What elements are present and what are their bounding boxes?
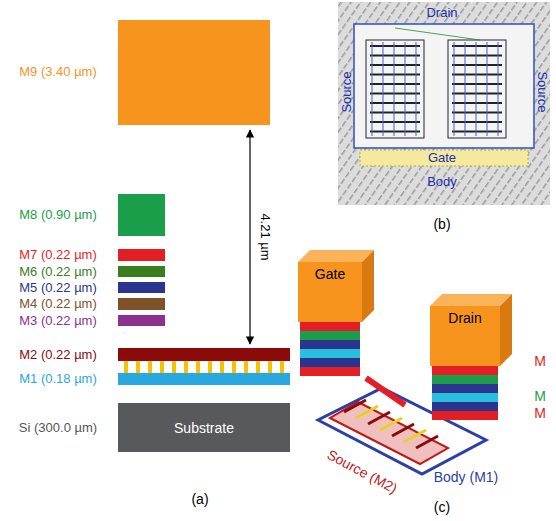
finger [370, 102, 420, 104]
layer-label: M4 (0.22 µm) [19, 297, 97, 311]
part-label: (a) [191, 492, 208, 507]
metal-layer [300, 367, 360, 376]
layer-label: M6 (0.22 µm) [19, 265, 97, 279]
finger [452, 121, 502, 123]
finger [452, 83, 502, 85]
finger [498, 42, 499, 136]
part-label: Source (M2) [324, 447, 399, 497]
finger [368, 412, 390, 424]
via [268, 361, 272, 373]
finger [404, 430, 426, 442]
finger [370, 45, 420, 47]
part-label: M [534, 389, 546, 404]
finger [452, 74, 502, 76]
via [124, 361, 128, 373]
finger [405, 42, 406, 136]
layer-label: M9 (3.40 µm) [19, 65, 97, 79]
finger [344, 400, 366, 412]
finger [372, 42, 373, 136]
finger [476, 42, 477, 136]
dimension: 4.21 µm [258, 213, 272, 260]
drain-pad: Drain [430, 306, 500, 366]
layer-label: M3 (0.22 µm) [19, 314, 97, 328]
finger [370, 93, 420, 95]
layout-view [338, 2, 550, 205]
finger [487, 42, 488, 136]
layer-label: M5 (0.22 µm) [19, 281, 97, 295]
via [172, 361, 176, 373]
metal-layer [432, 375, 498, 384]
finger [383, 42, 384, 136]
finger [452, 55, 502, 57]
finger [380, 418, 402, 430]
metal-layer [432, 366, 498, 375]
node-text: Substrate [174, 420, 234, 436]
layer-label: M7 (0.22 µm) [19, 248, 97, 262]
part-label: Body (M1) [434, 470, 499, 485]
finger [356, 406, 378, 418]
metal-layer [300, 340, 360, 349]
part-label: M [534, 406, 546, 421]
via [160, 361, 164, 373]
node-text: Drain [448, 310, 481, 326]
via [196, 361, 200, 373]
finger [370, 131, 420, 133]
layer-label: M2 (0.22 µm) [19, 348, 97, 362]
part-label: Source [340, 71, 354, 112]
finger [370, 74, 420, 76]
via [244, 361, 248, 373]
part-label: Source [535, 71, 549, 112]
substrate-box: Substrate [118, 403, 290, 452]
metal-layer [432, 402, 498, 411]
finger [452, 102, 502, 104]
part-label: Gate [428, 151, 456, 165]
via [136, 361, 140, 373]
metal-layer [300, 358, 360, 367]
part-label: M [534, 354, 546, 369]
3d-view [298, 250, 512, 474]
via [256, 361, 260, 373]
part-label: Drain [426, 6, 457, 20]
finger [465, 42, 466, 136]
finger [452, 131, 502, 133]
metal-layer [432, 393, 498, 402]
node-text: Gate [315, 266, 345, 282]
via [220, 361, 224, 373]
finger [452, 93, 502, 95]
part-label: Body [427, 175, 457, 189]
via [232, 361, 236, 373]
layer-label: M8 (0.90 µm) [19, 208, 97, 222]
metal-layer [300, 349, 360, 358]
finger [454, 42, 455, 136]
finger [452, 112, 502, 114]
gate-pad: Gate [298, 262, 362, 322]
finger [416, 42, 417, 136]
finger [392, 424, 414, 436]
via [148, 361, 152, 373]
finger [394, 42, 395, 136]
finger [370, 83, 420, 85]
part-label: (b) [433, 217, 450, 232]
metal-layer [432, 384, 498, 393]
layer-label: M1 (0.18 µm) [19, 372, 97, 386]
metal-layer [300, 322, 360, 331]
finger [370, 121, 420, 123]
metal-layer [432, 411, 498, 420]
via [280, 361, 284, 373]
via [208, 361, 212, 373]
metal-layer [300, 331, 360, 340]
finger [416, 436, 438, 448]
gate-wire [366, 378, 405, 405]
layer-label: Si (300.0 µm) [19, 421, 97, 435]
via [184, 361, 188, 373]
finger [452, 64, 502, 66]
part-label: (c) [434, 500, 450, 515]
finger [370, 55, 420, 57]
metal-stack [118, 20, 290, 385]
finger [370, 64, 420, 66]
finger [370, 112, 420, 114]
finger [452, 45, 502, 47]
